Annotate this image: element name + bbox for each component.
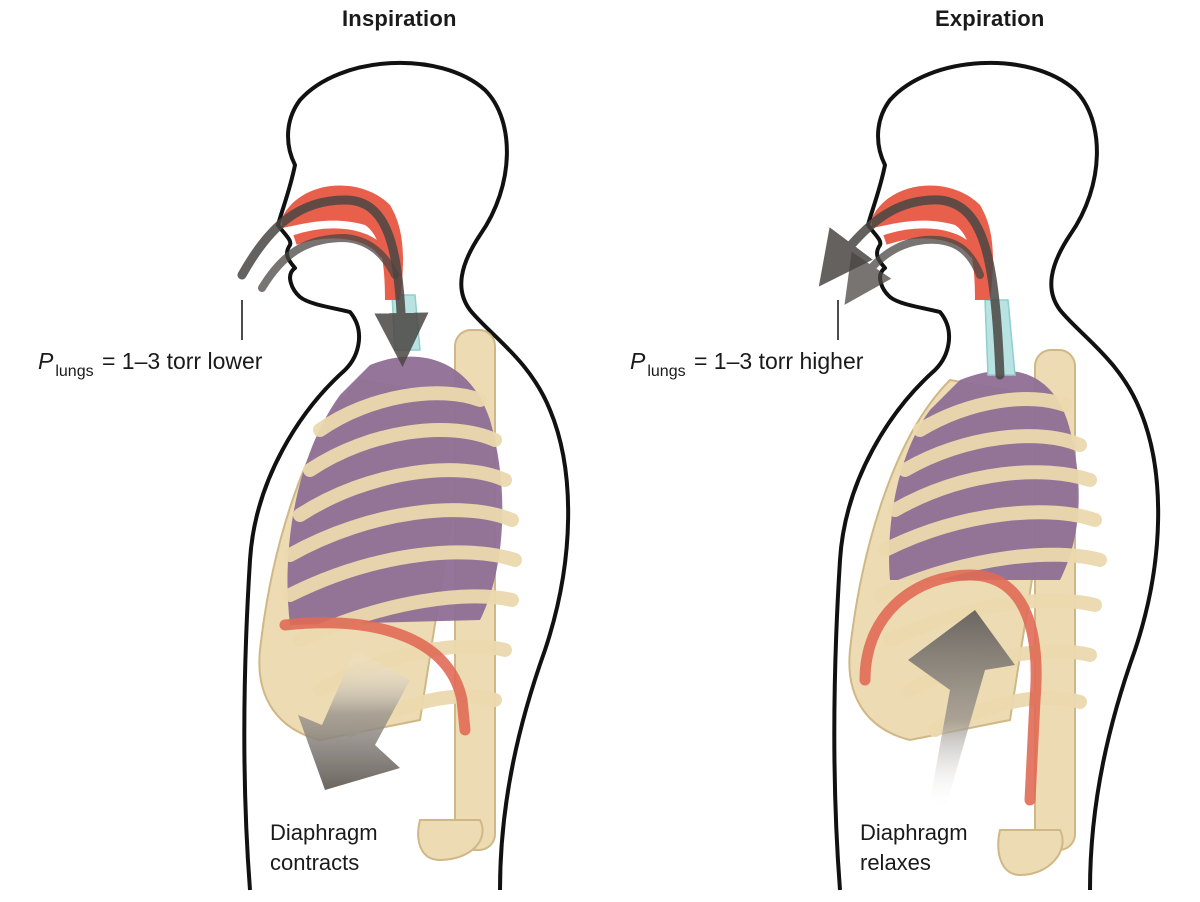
- pressure-symbol: P: [630, 348, 645, 374]
- pressure-subscript: lungs: [647, 363, 685, 380]
- diaphragm-caption-inspiration: Diaphragm contracts: [270, 818, 378, 878]
- expiration-title: Expiration: [935, 6, 1045, 32]
- caption-line-2: contracts: [270, 848, 378, 878]
- diaphragm-caption-expiration: Diaphragm relaxes: [860, 818, 968, 878]
- inspiration-title: Inspiration: [342, 6, 457, 32]
- caption-line-2: relaxes: [860, 848, 968, 878]
- pressure-value: = 1–3 torr higher: [688, 348, 864, 374]
- inspiration-diagram: [0, 0, 600, 902]
- caption-line-1: Diaphragm: [270, 818, 378, 848]
- pressure-subscript: lungs: [55, 363, 93, 380]
- caption-line-1: Diaphragm: [860, 818, 968, 848]
- expiration-diagram: [590, 0, 1190, 902]
- pressure-symbol: P: [38, 348, 53, 374]
- pressure-value: = 1–3 torr lower: [96, 348, 263, 374]
